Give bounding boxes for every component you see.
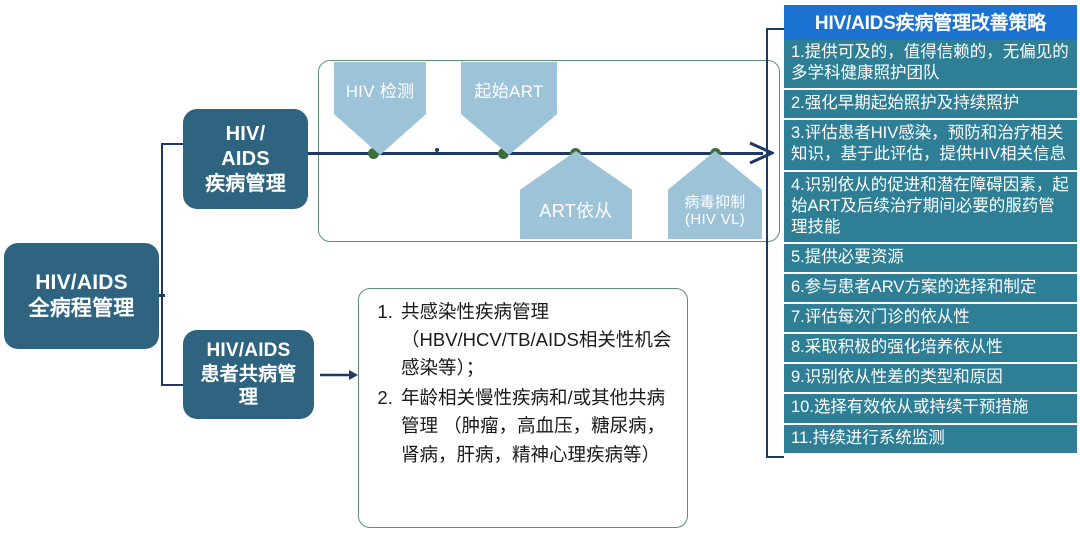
- strategy-item: 1.提供可及的，值得信赖的，无偏见的多学科健康照护团队: [784, 39, 1077, 91]
- comorbidity-arrow-icon: [320, 370, 358, 380]
- timeline-marker: [498, 148, 509, 159]
- strategy-item: 2.强化早期起始照护及持续照护: [784, 90, 1077, 121]
- strategy-panel-bracket: [766, 28, 784, 458]
- strategy-item: 7.评估每次门诊的依从性: [784, 304, 1077, 335]
- branch-bracket: [161, 143, 183, 386]
- timeline-arrowhead-icon: [749, 141, 774, 165]
- comorbidity-list-item: 共感染性疾病管理（HBV/HCV/TB/AIDS相关性机会感染等）；: [398, 298, 680, 382]
- strategy-panel: HIV/AIDS疾病管理改善策略 1.提供可及的，值得信赖的，无偏见的多学科健康…: [784, 5, 1077, 453]
- root-node-full-course-management: HIV/AIDS 全病程管理: [4, 243, 159, 349]
- timeline-container: [318, 60, 780, 242]
- callout-viral-suppression-line-1: 病毒抑制: [684, 193, 746, 211]
- timeline-minor-marker: [435, 148, 439, 152]
- strategy-item: 9.识别依从性差的类型和原因: [784, 364, 1077, 395]
- callout-art-adherence-label: ART依从: [539, 200, 613, 221]
- root-node-line-2: 全病程管理: [28, 297, 135, 320]
- branch-bracket-stem: [159, 294, 165, 297]
- strategy-item: 10.选择有效依从或持续干预措施: [784, 394, 1077, 425]
- branch-comorbid-line-2: 患者共病管: [200, 363, 297, 385]
- branch-node-disease-management: HIV/ AIDS 疾病管理: [183, 109, 308, 209]
- comorbidity-list-item: 年龄相关慢性疾病和/或其他共病管理 （肿瘤，高血压，糖尿病，肾病，肝病，精神心理…: [398, 384, 680, 468]
- callout-start-art-label: 起始ART: [474, 81, 544, 101]
- strategy-item: 5.提供必要资源: [784, 243, 1077, 274]
- branch-disease-line-1: HIV/: [225, 122, 266, 145]
- timeline-axis: [308, 152, 763, 155]
- branch-comorbid-line-3: 理: [238, 387, 259, 409]
- timeline-marker: [368, 148, 379, 159]
- branch-disease-line-2: AIDS: [221, 147, 270, 170]
- root-node-line-1: HIV/AIDS: [35, 270, 128, 294]
- strategy-item: 8.采取积极的强化培养依从性: [784, 334, 1077, 365]
- callout-hiv-test-label: HIV 检测: [345, 81, 415, 101]
- branch-comorbid-line-1: HIV/AIDS: [206, 339, 291, 361]
- strategy-item: 4.识别依从的促进和潜在障碍因素，起始ART及后续治疗期间必要的服药管理技能: [784, 171, 1077, 244]
- strategy-item: 3.评估患者HIV感染，预防和治疗相关知识，基于此评估，提供HIV相关信息: [784, 120, 1077, 172]
- branch-node-comorbidity-management: HIV/AIDS 患者共病管 理: [183, 330, 314, 419]
- strategy-item: 11.持续进行系统监测: [784, 424, 1077, 453]
- comorbidity-detail-container: [358, 288, 688, 528]
- strategy-panel-title: HIV/AIDS疾病管理改善策略: [784, 5, 1077, 39]
- comorbidity-list: 共感染性疾病管理（HBV/HCV/TB/AIDS相关性机会感染等）； 年龄相关慢…: [372, 298, 680, 471]
- callout-viral-suppression-line-2: (HIV VL): [685, 211, 745, 228]
- branch-disease-line-3: 疾病管理: [205, 172, 286, 195]
- strategy-item: 6.参与患者ARV方案的选择和制定: [784, 273, 1077, 305]
